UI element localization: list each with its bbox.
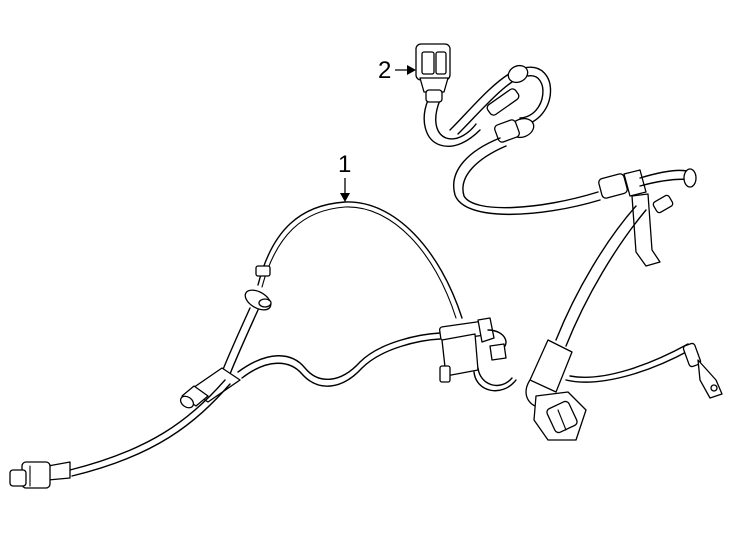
callout-1-arrowhead [340,193,350,202]
callout-2-arrowhead [407,65,416,75]
callout-2: 2 [378,57,416,84]
callout-1: 1 [338,151,351,202]
mounting-bracket-center [438,317,517,392]
mounting-bracket-right [598,168,697,267]
callout-1-label: 1 [338,151,351,178]
ground-terminal [682,342,723,399]
harness-upper [423,64,697,347]
harness-sleeve-upper [486,64,535,143]
callout-2-label: 2 [378,57,391,84]
wheel-speed-sensor-connector-left [9,461,71,489]
harness-connector-part-2 [415,43,451,103]
harness-clip-upper [244,265,272,311]
harness-sleeve-lower [179,367,241,409]
wheel-speed-sensor-right [525,339,723,441]
abs-sensor-harness-left [9,201,517,489]
